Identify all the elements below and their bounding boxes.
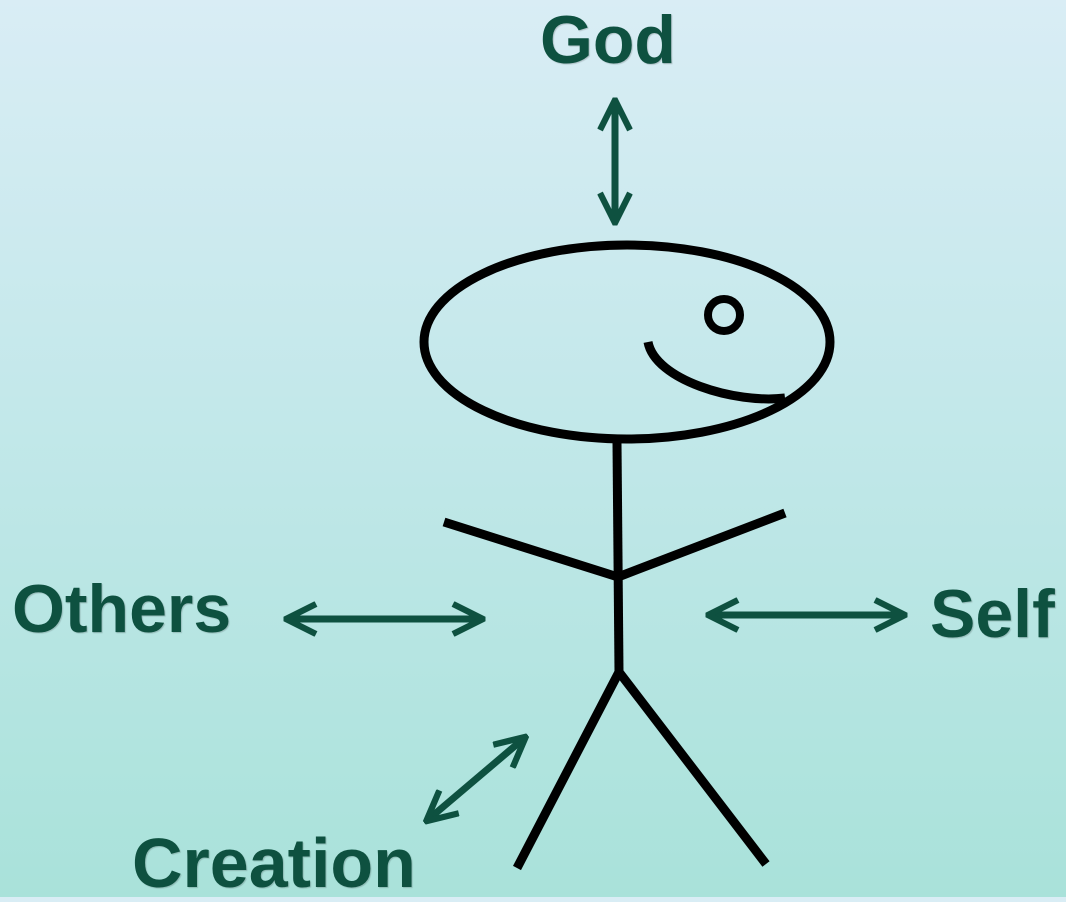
arrow-creation <box>430 740 522 818</box>
figure-left-leg <box>517 672 619 868</box>
figure-eye <box>708 299 740 331</box>
figure-right-leg <box>619 672 766 864</box>
figure-right-arm <box>618 513 785 577</box>
figure-body <box>617 443 619 672</box>
figure-left-arm <box>444 522 618 577</box>
figure-head <box>424 245 830 439</box>
figure-smile <box>648 342 785 399</box>
